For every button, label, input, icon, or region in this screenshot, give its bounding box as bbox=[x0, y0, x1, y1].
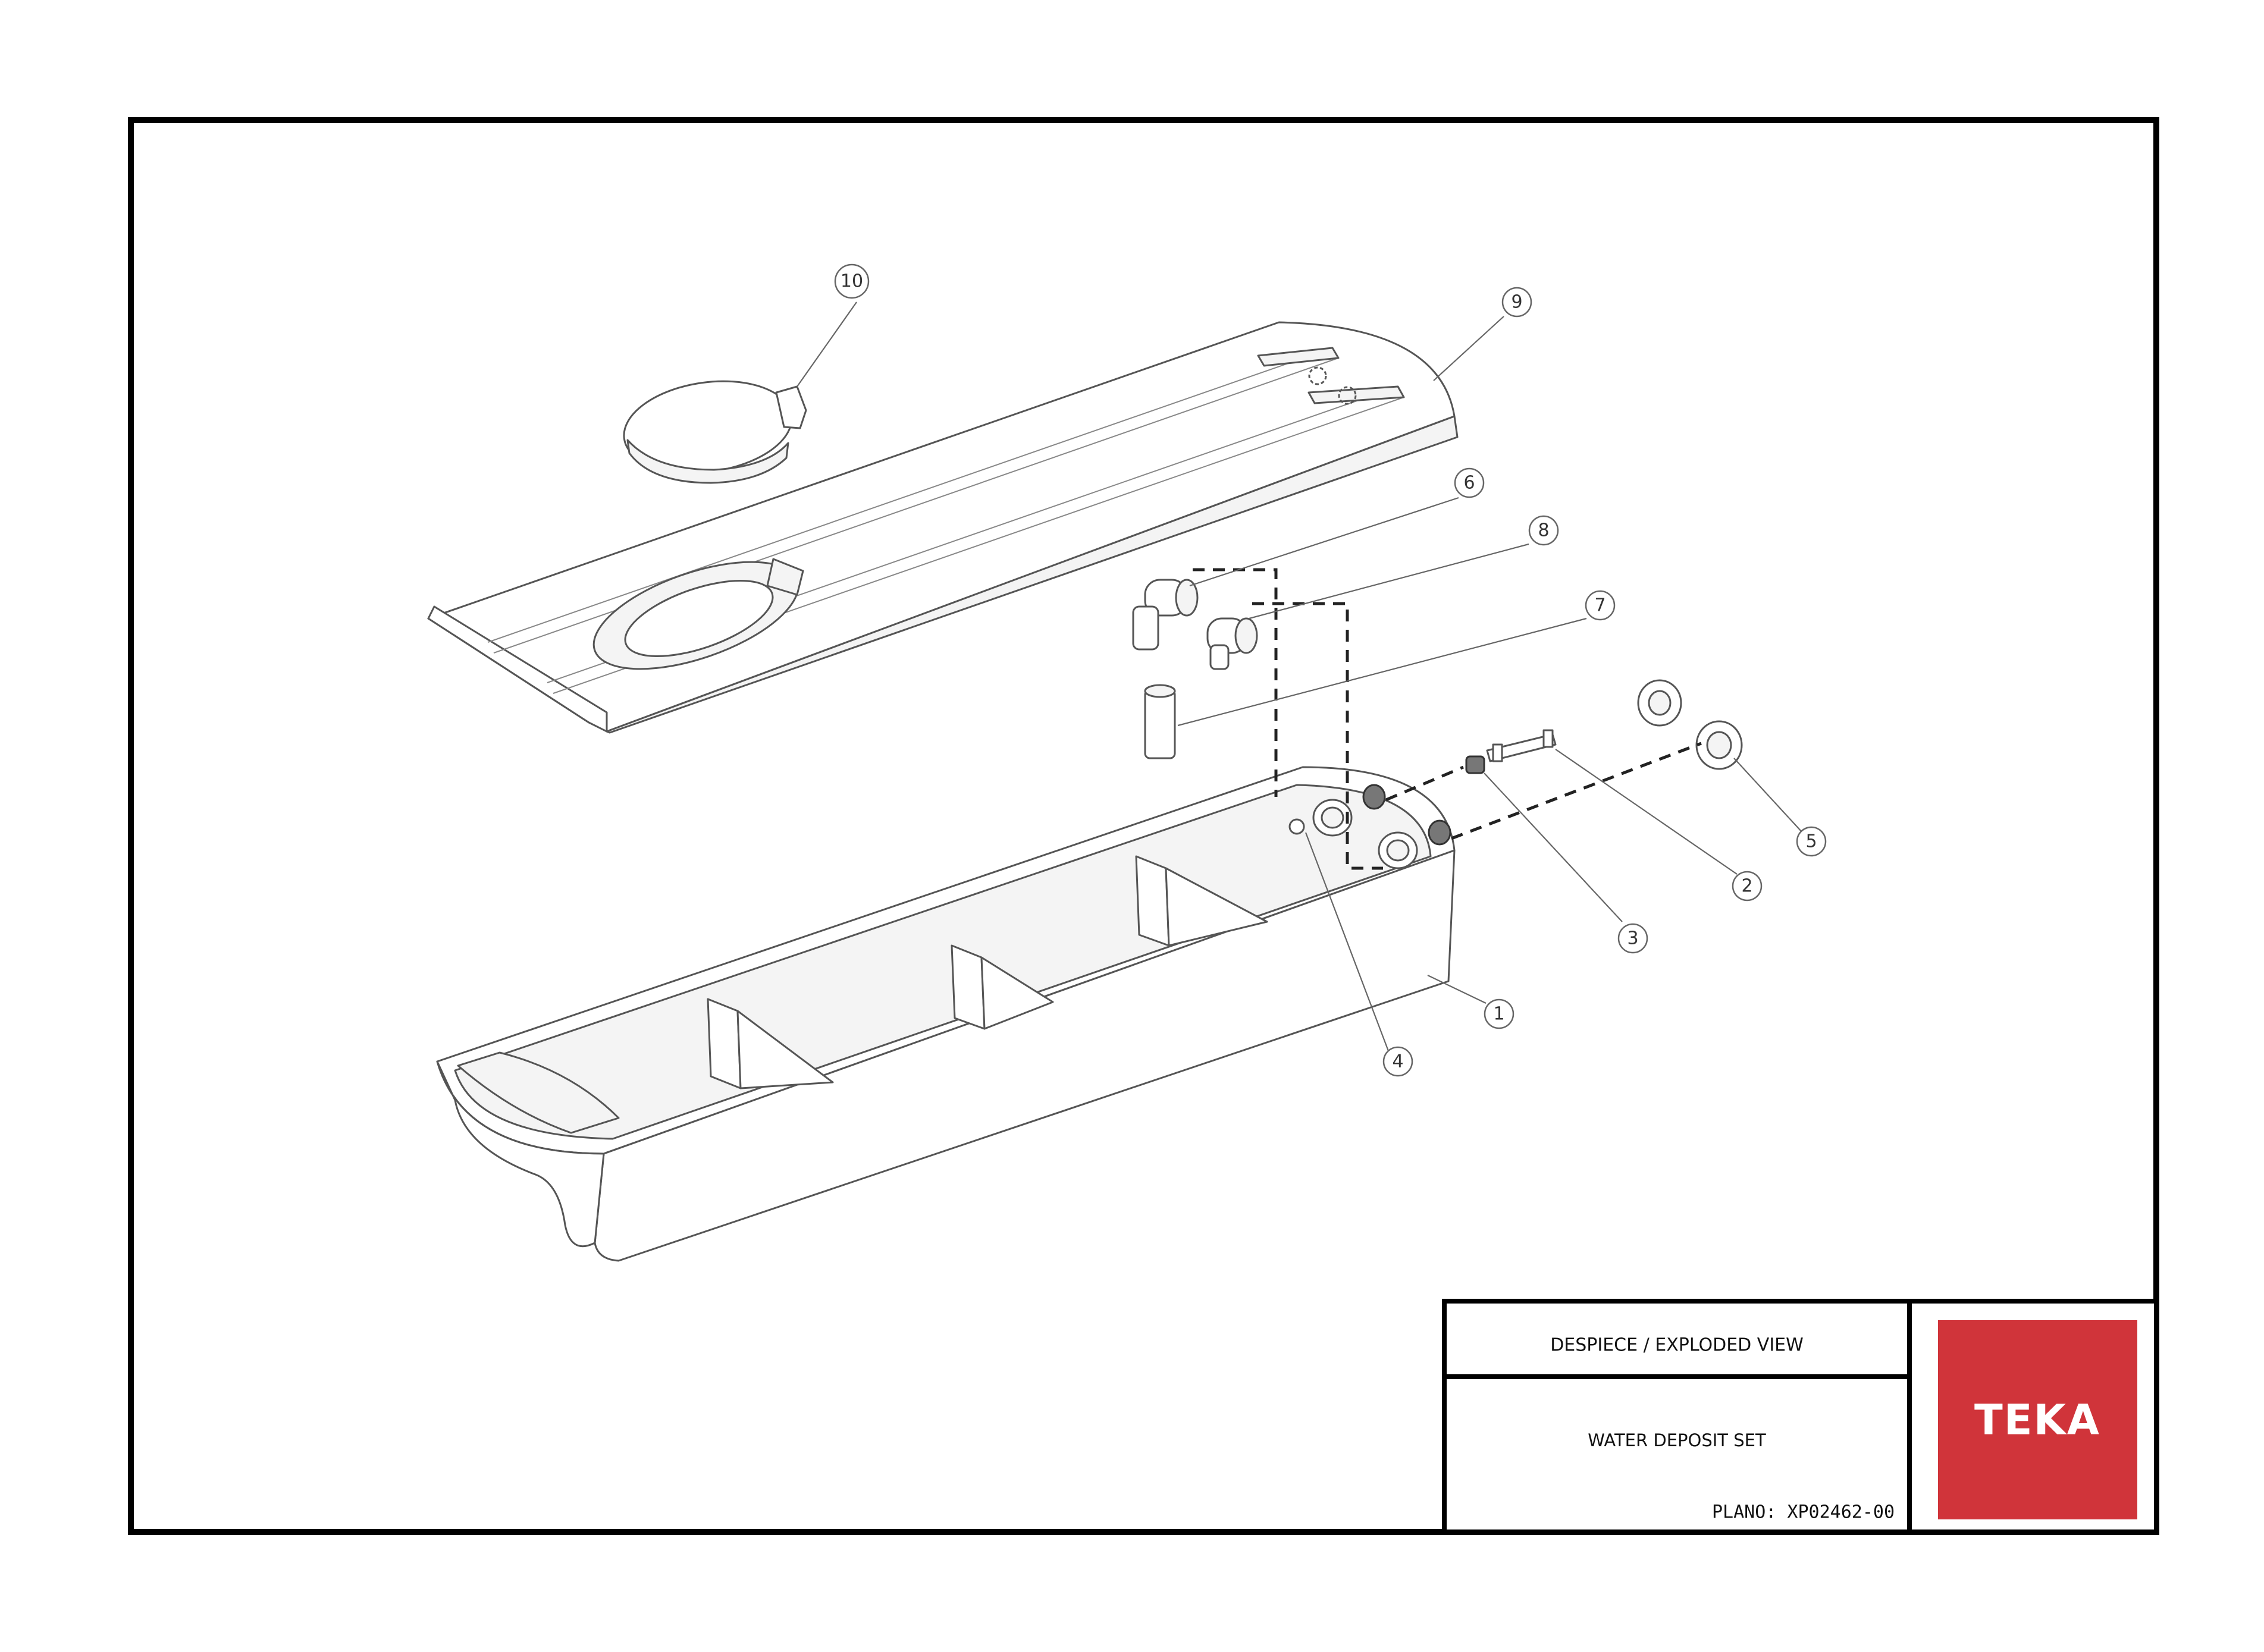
callout-8: 8 bbox=[1528, 515, 1559, 546]
callout-2: 2 bbox=[1732, 871, 1763, 902]
part-9-top-cover bbox=[427, 321, 1459, 734]
part-10-cap bbox=[623, 380, 807, 484]
callout-4: 4 bbox=[1382, 1046, 1413, 1077]
part-3-spring bbox=[1465, 755, 1485, 774]
teka-logo: TEKA bbox=[1938, 1320, 2137, 1519]
svg-text:4: 4 bbox=[1392, 1051, 1403, 1072]
callout-5: 5 bbox=[1796, 826, 1827, 857]
svg-text:TEKA: TEKA bbox=[1974, 1396, 2100, 1444]
svg-text:10: 10 bbox=[841, 271, 863, 292]
callout-leaders bbox=[797, 301, 1803, 1053]
svg-text:7: 7 bbox=[1594, 595, 1606, 616]
svg-text:6: 6 bbox=[1463, 473, 1475, 494]
svg-text:2: 2 bbox=[1741, 876, 1752, 897]
part-5-nut bbox=[1637, 679, 1743, 770]
callout-9: 9 bbox=[1501, 287, 1532, 318]
drawing-frame bbox=[128, 117, 2159, 1535]
part-6-elbow-fitting bbox=[1132, 579, 1199, 651]
part-2-valve-stem bbox=[1486, 729, 1557, 762]
svg-text:9: 9 bbox=[1511, 292, 1522, 313]
view-title: DESPIECE / EXPLODED VIEW bbox=[1550, 1335, 1804, 1356]
part-1-water-tank bbox=[436, 766, 1456, 1262]
callout-1: 1 bbox=[1484, 998, 1514, 1029]
callout-6: 6 bbox=[1454, 467, 1485, 498]
part-7-tube bbox=[1144, 684, 1176, 759]
callout-7: 7 bbox=[1585, 590, 1616, 621]
svg-text:8: 8 bbox=[1538, 520, 1549, 541]
part-8-fitting bbox=[1206, 617, 1258, 670]
svg-text:1: 1 bbox=[1493, 1004, 1504, 1025]
plan-number: PLANO: XP02462-00 bbox=[1712, 1502, 1895, 1523]
callout-10: 10 bbox=[834, 263, 870, 299]
assembly-lines bbox=[1193, 568, 1702, 870]
set-name: WATER DEPOSIT SET bbox=[1588, 1430, 1766, 1450]
callout-3: 3 bbox=[1617, 923, 1648, 954]
svg-text:3: 3 bbox=[1627, 928, 1638, 949]
svg-text:5: 5 bbox=[1805, 831, 1817, 852]
